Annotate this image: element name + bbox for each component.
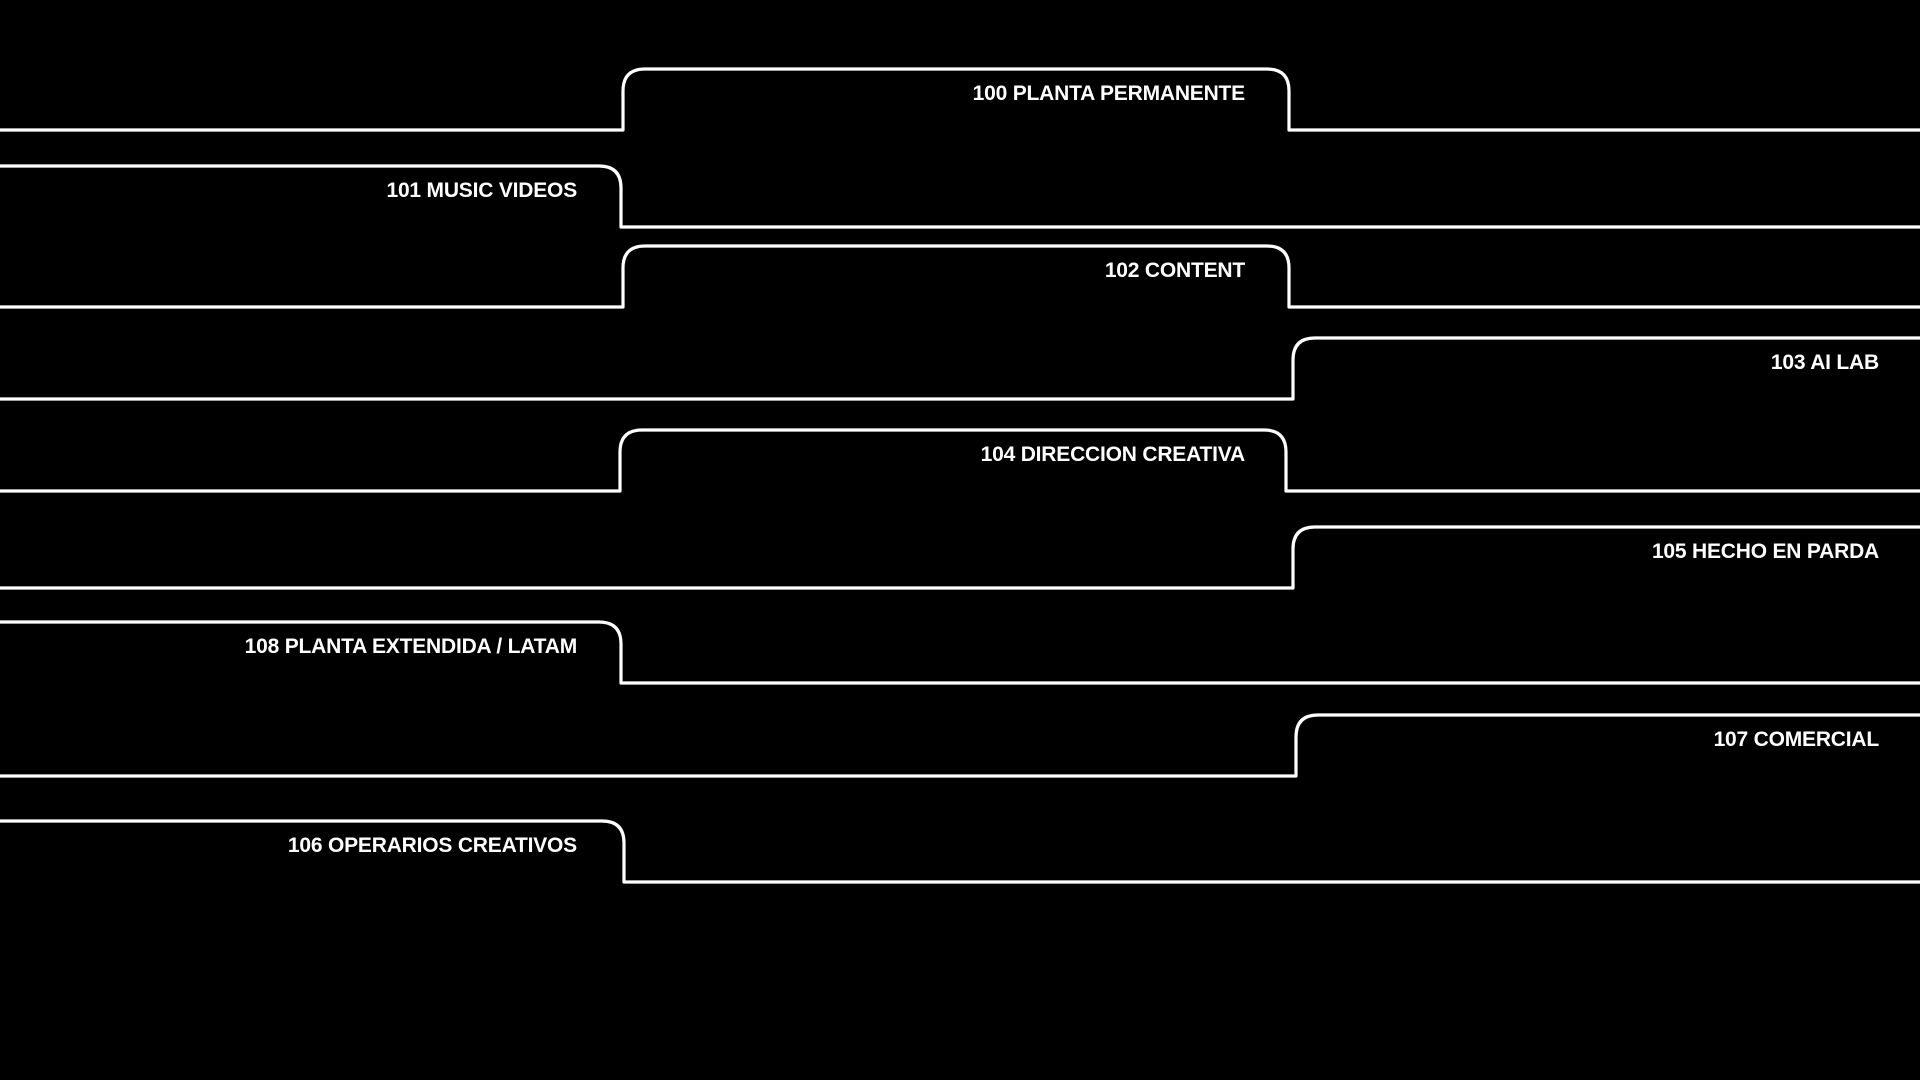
folder-tab: 108 PLANTA EXTENDIDA / LATAM xyxy=(0,620,1920,685)
folder-tab: 106 OPERARIOS CREATIVOS xyxy=(0,819,1920,884)
folder-tab-outline xyxy=(0,336,1920,401)
folder-tab-outline xyxy=(0,525,1920,590)
folder-tab: 100 PLANTA PERMANENTE xyxy=(0,67,1920,132)
folder-tab-outline xyxy=(0,67,1920,132)
folder-tab-label: 105 HECHO EN PARDA xyxy=(1652,540,1879,563)
folder-tab-label: 104 DIRECCION CREATIVA xyxy=(981,443,1245,466)
folder-tab-label: 106 OPERARIOS CREATIVOS xyxy=(288,834,577,857)
folder-tab-outline xyxy=(0,428,1920,493)
folder-tab-outline xyxy=(0,620,1920,685)
folder-tab-label: 103 AI LAB xyxy=(1771,351,1879,374)
folder-tab-outline xyxy=(0,244,1920,309)
folder-tab-label: 107 COMERCIAL xyxy=(1714,728,1880,751)
folder-tab-label: 102 CONTENT xyxy=(1105,259,1246,282)
folder-tab-outline xyxy=(0,164,1920,229)
folder-tab-label: 101 MUSIC VIDEOS xyxy=(386,179,577,202)
folder-tab: 104 DIRECCION CREATIVA xyxy=(0,428,1920,493)
folder-tab-label: 100 PLANTA PERMANENTE xyxy=(973,82,1246,105)
folder-tab-outline xyxy=(0,713,1920,778)
folder-tab: 107 COMERCIAL xyxy=(0,713,1920,778)
folder-tab-label: 108 PLANTA EXTENDIDA / LATAM xyxy=(245,635,577,658)
folder-tab: 103 AI LAB xyxy=(0,336,1920,401)
folder-tab-outline xyxy=(0,819,1920,884)
folder-tab: 102 CONTENT xyxy=(0,244,1920,309)
folder-tab: 105 HECHO EN PARDA xyxy=(0,525,1920,590)
folder-tab: 101 MUSIC VIDEOS xyxy=(0,164,1920,229)
